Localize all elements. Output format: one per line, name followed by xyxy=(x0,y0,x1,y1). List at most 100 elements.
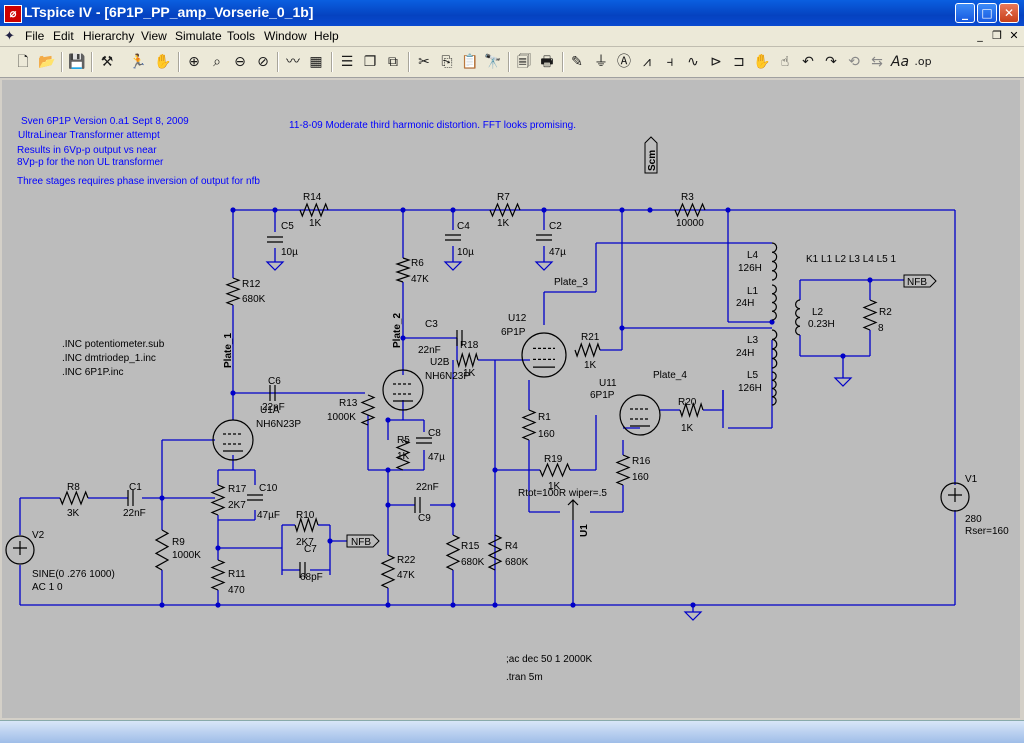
menu-edit[interactable]: Edit xyxy=(53,29,74,43)
component-label-r18[interactable]: R18 xyxy=(460,340,479,351)
component-label-r13[interactable]: R13 xyxy=(339,398,358,409)
component-label-u11[interactable]: U11 xyxy=(599,378,617,389)
net-label-plate1[interactable]: Plate_1 xyxy=(223,333,234,368)
component-label-u1a[interactable]: U1A xyxy=(260,405,280,416)
note-line[interactable]: 8Vp-p for the non UL transformer xyxy=(17,157,164,168)
close-button[interactable]: ✕ xyxy=(999,3,1019,23)
component-label-r7[interactable]: 1K xyxy=(497,218,510,229)
move-icon[interactable]: ✋ xyxy=(753,54,771,70)
component-label-r21[interactable]: 1K xyxy=(584,360,597,371)
component-label-u12[interactable]: U12 xyxy=(508,313,527,324)
component-label-r4[interactable]: 680K xyxy=(505,557,529,568)
component-label-l2[interactable]: 0.23H xyxy=(808,319,835,330)
component-label-r11[interactable]: 470 xyxy=(228,585,245,596)
component-label-u2b[interactable]: NH6N23P xyxy=(425,371,470,382)
mdi-close-button[interactable]: ✕ xyxy=(1009,29,1019,42)
scm-port-flag[interactable] xyxy=(644,136,658,174)
ltspice-app-icon[interactable]: ⌀ xyxy=(4,5,22,23)
component-label-c4[interactable]: C4 xyxy=(457,221,470,232)
directive-coupling[interactable]: K1 L1 L2 L3 L4 L5 1 xyxy=(806,254,897,265)
component-label-r21[interactable]: R21 xyxy=(581,332,600,343)
component-label-v2[interactable]: V2 xyxy=(32,530,45,541)
component-label-v1[interactable]: 280 xyxy=(965,514,982,525)
new-schematic-icon[interactable]: 🗋 xyxy=(17,54,29,70)
minimize-button[interactable]: _ xyxy=(955,3,975,23)
component-label-l3[interactable]: L3 xyxy=(747,335,759,346)
component-label-c8[interactable]: C8 xyxy=(428,428,441,439)
component-label-r16[interactable]: R16 xyxy=(632,456,651,467)
component-label-r18[interactable]: 1K xyxy=(463,368,476,379)
component-label-r5[interactable]: R5 xyxy=(397,435,410,446)
component-label-l2[interactable]: L2 xyxy=(812,307,824,318)
control-panel-icon[interactable]: ⚒ xyxy=(100,54,114,70)
redo-icon[interactable]: ↷ xyxy=(825,54,837,70)
component-label-r12[interactable]: 680K xyxy=(242,294,266,305)
note-line[interactable]: Three stages requires phase inversion of… xyxy=(17,176,260,187)
paste-icon[interactable]: 📋 xyxy=(461,54,479,70)
component-label-u11[interactable]: 6P1P xyxy=(590,390,615,401)
zoom-out-icon[interactable]: ⊖ xyxy=(234,54,246,70)
directive-include[interactable]: .INC 6P1P.inc xyxy=(62,367,124,378)
component-label-c5[interactable]: C5 xyxy=(281,221,294,232)
component-label-r13[interactable]: 1000K xyxy=(327,412,356,423)
save-icon[interactable]: 💾 xyxy=(68,54,86,70)
note-line[interactable]: Sven 6P1P Version 0.a1 Sept 8, 2009 xyxy=(21,116,189,127)
component-label-l4[interactable]: 126H xyxy=(738,263,762,274)
note-line[interactable]: UltraLinear Transformer attempt xyxy=(18,130,160,141)
schematic-canvas[interactable]: Sven 6P1P Version 0.a1 Sept 8, 2009 Ultr… xyxy=(2,80,1020,718)
net-label-scm[interactable]: Scm xyxy=(647,150,658,171)
net-label-plate2[interactable]: Plate_2 xyxy=(392,313,403,348)
component-label-c9[interactable]: C9 xyxy=(418,513,431,524)
component-label-r12[interactable]: R12 xyxy=(242,279,261,290)
component-label-r14[interactable]: R14 xyxy=(303,192,322,203)
note-line[interactable]: 11-8-09 Moderate third harmonic distorti… xyxy=(289,120,576,131)
title-bar[interactable]: ⌀ LTspice IV - [6P1P_PP_amp_Vorserie_0_1… xyxy=(0,0,1024,26)
mdi-minimize-button[interactable]: _ xyxy=(977,29,983,42)
tile-horizontal-icon[interactable]: ☰ xyxy=(340,54,354,70)
diode-icon[interactable]: ⊳ xyxy=(710,54,722,70)
component-label-u2b[interactable]: U2B xyxy=(430,357,450,368)
document-menu-icon[interactable]: ✦ xyxy=(4,28,15,43)
component-label-v1[interactable]: V1 xyxy=(965,474,978,485)
component-label-r20[interactable]: R20 xyxy=(678,397,697,408)
net-label-nfb[interactable]: NFB xyxy=(907,277,927,288)
component-label-c3[interactable]: 22nF xyxy=(418,345,441,356)
component-label-r7[interactable]: R7 xyxy=(497,192,510,203)
component-label-r17[interactable]: 2K7 xyxy=(228,500,246,511)
capacitor-icon[interactable]: ⫞ xyxy=(666,54,674,70)
component-label-r6[interactable]: 47K xyxy=(411,274,429,285)
component-label-u12[interactable]: 6P1P xyxy=(501,327,526,338)
pot-params[interactable]: Rtot=100R wiper=.5 xyxy=(518,488,607,499)
component-label-l1[interactable]: 24H xyxy=(736,298,754,309)
component-label-r16[interactable]: 160 xyxy=(632,472,649,483)
component-label-c2[interactable]: C2 xyxy=(549,221,562,232)
ground-icon[interactable]: ⏚ xyxy=(594,54,608,70)
maximize-button[interactable]: □ xyxy=(977,3,997,23)
component-label-v1[interactable]: Rser=160 xyxy=(965,526,1009,537)
component-label-l1[interactable]: L1 xyxy=(747,286,759,297)
component-label-r9[interactable]: R9 xyxy=(172,537,185,548)
component-label-r6[interactable]: R6 xyxy=(411,258,424,269)
net-label-plate4[interactable]: Plate_4 xyxy=(653,370,687,381)
rotate-icon[interactable]: ⟲ xyxy=(848,54,860,70)
menu-window[interactable]: Window xyxy=(264,29,307,43)
menu-file[interactable]: File xyxy=(25,29,45,43)
print-setup-icon[interactable]: 🗐 xyxy=(517,54,531,70)
component-label-r5[interactable]: 1K xyxy=(397,451,410,462)
component-label-r17[interactable]: R17 xyxy=(228,484,247,495)
component-label-r2[interactable]: 8 xyxy=(878,323,884,334)
run-icon[interactable]: 🏃 xyxy=(129,54,147,70)
copy-icon[interactable]: ⎘ xyxy=(441,54,453,70)
component-label-l5[interactable]: 126H xyxy=(738,383,762,394)
component-label-r2[interactable]: R2 xyxy=(879,307,892,318)
component-label-r3[interactable]: R3 xyxy=(681,192,694,203)
mdi-restore-button[interactable]: ❐ xyxy=(992,29,1002,42)
net-label-plate3[interactable]: Plate_3 xyxy=(554,277,588,288)
component-label-r10[interactable]: 2K7 xyxy=(296,537,314,548)
directive-include[interactable]: .INC dmtriodep_1.inc xyxy=(62,353,156,364)
component-label-r10[interactable]: R10 xyxy=(296,510,315,521)
component-label-c3[interactable]: C3 xyxy=(425,319,438,330)
component-label-r22[interactable]: R22 xyxy=(397,555,416,566)
component-icon[interactable]: ⊐ xyxy=(733,54,745,70)
directive-tran[interactable]: .tran 5m xyxy=(506,672,543,683)
